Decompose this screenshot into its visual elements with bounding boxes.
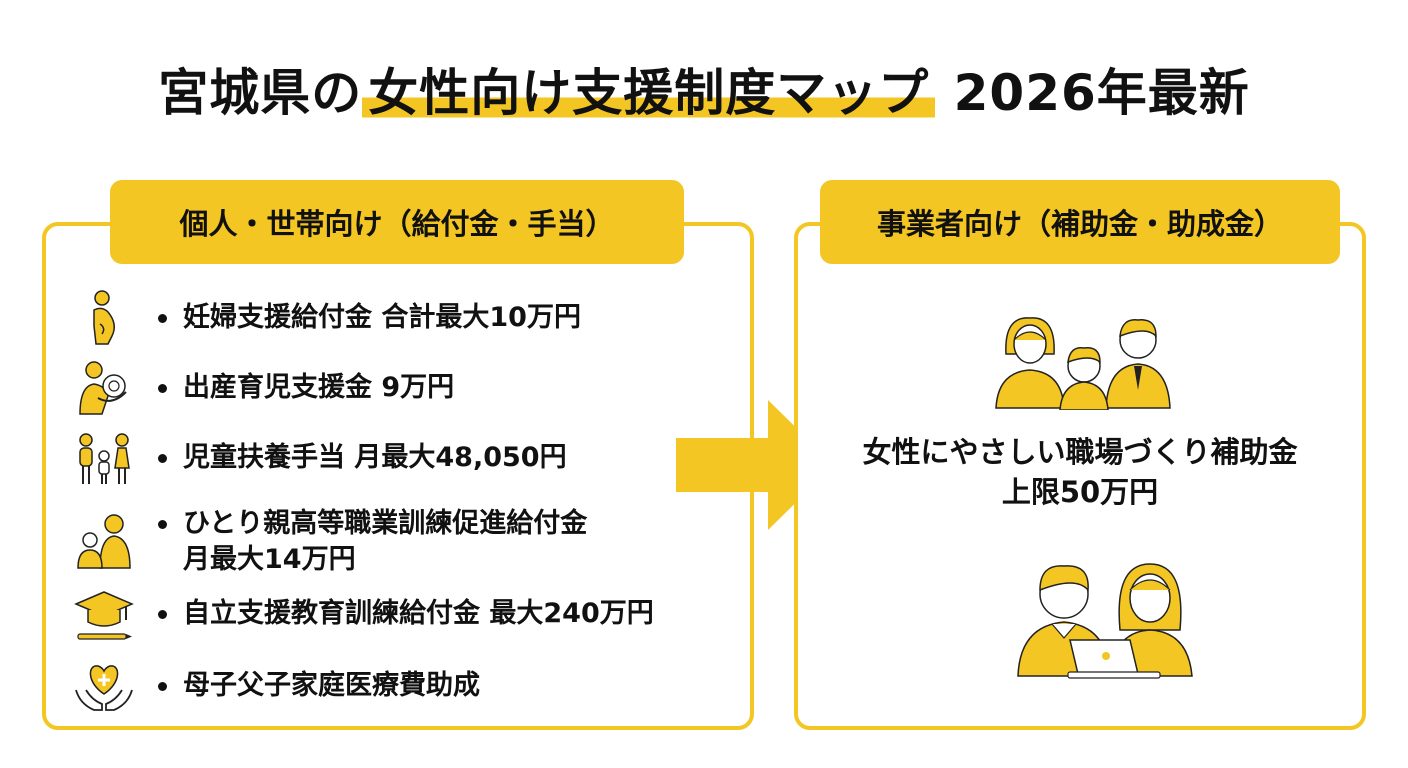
bullet-dot — [158, 681, 167, 691]
list-item: 母子父子家庭医療費助成 — [72, 654, 742, 718]
workers-laptop-icon — [1017, 563, 1193, 679]
bullet-dot — [158, 609, 167, 619]
item-text: ひとり親高等職業訓練促進給付金 月最大14万円 — [183, 506, 587, 578]
family-icon — [79, 433, 130, 484]
title-prefix: 宮城県の — [158, 64, 363, 122]
business-subsidy-name: 女性にやさしい職場づくり補助金 — [862, 435, 1298, 469]
business-support-header: 事業者向け（補助金・助成金） — [820, 180, 1340, 264]
page-title: 宮城県の女性向け支援制度マップ 2026年最新 — [0, 58, 1408, 128]
list-item: 出産育児支援金 9万円 — [72, 356, 742, 420]
item-text: 母子父子家庭医療費助成 — [183, 670, 480, 701]
item-text: 出産育児支援金 9万円 — [183, 372, 455, 403]
item-text-line2: 月最大14万円 — [183, 544, 356, 575]
business-subsidy-text: 女性にやさしい職場づくり補助金 上限50万円 — [820, 432, 1340, 512]
item-text: 自立支援教育訓練給付金 最大240万円 — [183, 598, 654, 629]
item-text: 児童扶養手当 月最大48,050円 — [183, 442, 567, 473]
item-text: 妊婦支援給付金 合計最大10万円 — [183, 302, 581, 333]
list-item: 妊婦支援給付金 合計最大10万円 — [72, 286, 742, 350]
individual-support-header: 個人・世帯向け（給付金・手当） — [110, 180, 684, 264]
individual-support-panel — [42, 222, 754, 730]
single-parent-icon — [77, 514, 131, 569]
heart-hands-icon — [75, 665, 133, 711]
title-suffix: 2026年最新 — [935, 64, 1250, 122]
business-subsidy-amount: 上限50万円 — [1001, 475, 1159, 509]
family-illustration-icon — [995, 317, 1171, 410]
bullet-dot — [158, 383, 167, 393]
item-text-line1: ひとり親高等職業訓練促進給付金 — [183, 508, 588, 539]
pregnant-woman-icon — [93, 290, 115, 345]
bullet-dot — [158, 453, 167, 463]
list-item: 児童扶養手当 月最大48,050円 — [72, 426, 742, 490]
mother-baby-icon — [79, 361, 127, 415]
graduation-cap-icon — [74, 591, 134, 640]
list-item: 自立支援教育訓練給付金 最大240万円 — [72, 582, 742, 646]
title-highlight: 女性向け支援制度マップ — [362, 64, 936, 122]
bullet-dot — [158, 520, 167, 529]
list-item: ひとり親高等職業訓練促進給付金 月最大14万円 — [72, 506, 742, 578]
bullet-dot — [158, 313, 167, 323]
